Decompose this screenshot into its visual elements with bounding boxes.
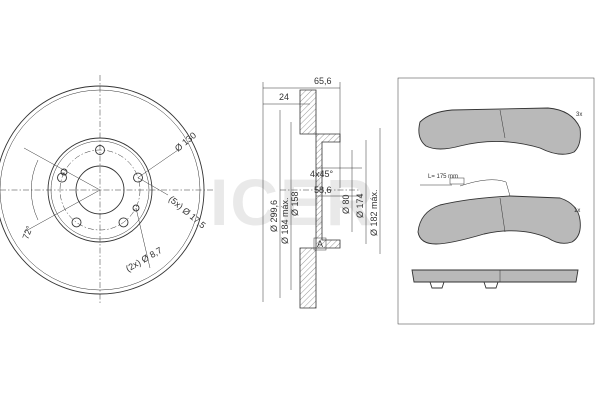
pads-frame xyxy=(397,77,595,325)
angle-leg xyxy=(23,189,101,233)
small-hole xyxy=(132,204,140,212)
disc-center-bore xyxy=(75,165,125,215)
dim-small-holes: (2x) Ø 8,7 xyxy=(124,245,164,274)
leader-line xyxy=(135,207,151,269)
angle-leg xyxy=(23,147,101,191)
leader-line xyxy=(137,149,179,178)
brake-pad-bottom xyxy=(417,195,581,245)
dim-overall-height: 65,6 xyxy=(314,76,332,86)
dim-hub: Ø 158 xyxy=(290,191,300,216)
pad-groove xyxy=(499,109,506,139)
brake-pad-side-view xyxy=(411,269,579,289)
disc-rim-upper xyxy=(299,89,317,135)
dim-center-bore: Ø 80 xyxy=(341,194,351,214)
brand-logo-watermark: ICER xyxy=(210,165,376,239)
bolt-hole xyxy=(71,217,82,228)
bolt-pitch-circle xyxy=(59,149,141,231)
angle-arc xyxy=(31,159,39,221)
wear-sensor xyxy=(420,177,511,197)
bolt-hole xyxy=(95,145,105,155)
pad-groove xyxy=(499,197,506,233)
brake-pad-top xyxy=(418,107,581,155)
datum-label: A xyxy=(317,239,323,249)
dim-pcd: Ø 130 xyxy=(173,130,198,153)
qty-bottom: 1x xyxy=(574,208,580,214)
disc-front-view xyxy=(0,75,215,305)
leader-line xyxy=(137,177,169,196)
datum-box xyxy=(313,237,327,251)
disc-hat-ring xyxy=(50,140,150,240)
disc-section-view xyxy=(262,82,381,309)
sensor-length: L= 175 mm xyxy=(428,174,458,180)
bolt-hole xyxy=(118,217,129,228)
dim-hat-height: 58,6 xyxy=(314,185,332,195)
disc-hat-edge xyxy=(47,137,153,243)
dim-thickness: 24 xyxy=(279,92,289,102)
disc-outer-edge xyxy=(0,85,205,295)
disc-rim-lower xyxy=(299,247,317,309)
bolt-hole xyxy=(133,172,143,183)
qty-top: 3x xyxy=(576,112,582,118)
dim-min-diameter: Ø 184 máx. xyxy=(280,197,290,244)
dim-hat-max: Ø 182 máx. xyxy=(369,189,379,236)
disc-outer-ring xyxy=(0,89,201,291)
dim-chamfer: 4x45° xyxy=(310,169,334,179)
dim-outer-diameter: Ø 299,6 xyxy=(269,200,279,232)
dim-hat-diameter: Ø 174 xyxy=(355,193,365,218)
dim-angle: 72° xyxy=(20,224,34,241)
disc-hat-section xyxy=(315,133,341,249)
bolt-hole xyxy=(57,172,67,183)
